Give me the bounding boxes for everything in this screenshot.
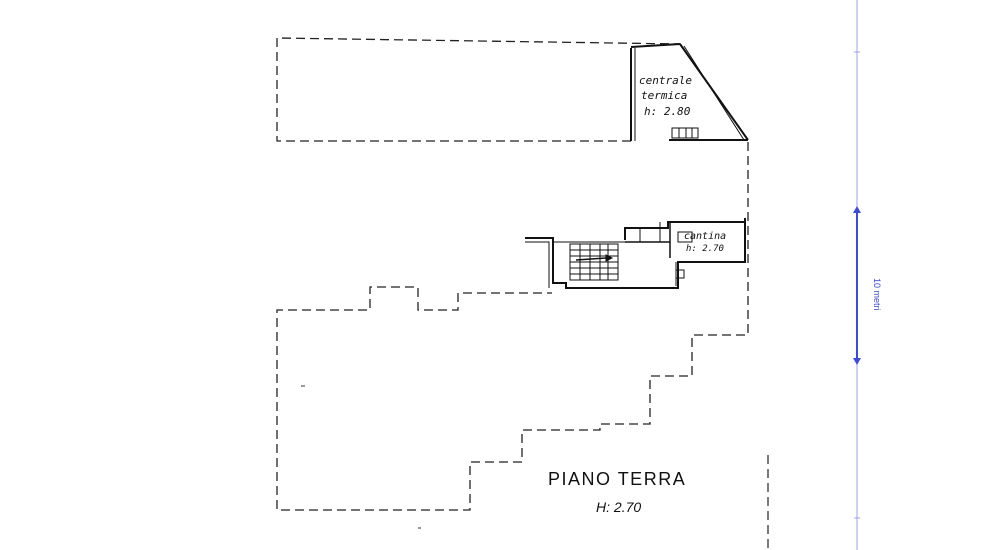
stair-and-cantina-block	[525, 218, 746, 289]
centrale-termica-height: h: 2.80	[644, 105, 691, 118]
cantina-label: cantina	[684, 231, 726, 242]
upper-area-outline	[276, 37, 682, 142]
staircase	[569, 243, 619, 281]
floor-height: H: 2.70	[596, 499, 641, 515]
centrale-termica-label-line1: centrale	[639, 74, 692, 87]
scale-bar: 10 metri	[853, 0, 882, 550]
centrale-termica-room	[630, 43, 749, 141]
floor-title: PIANO TERRA	[548, 469, 686, 489]
right-boundary-outline	[276, 142, 749, 511]
cantina-height: h: 2.70	[686, 244, 724, 254]
scale-bar-label: 10 metri	[872, 278, 882, 311]
centrale-termica-label-line2: termica	[641, 89, 687, 102]
